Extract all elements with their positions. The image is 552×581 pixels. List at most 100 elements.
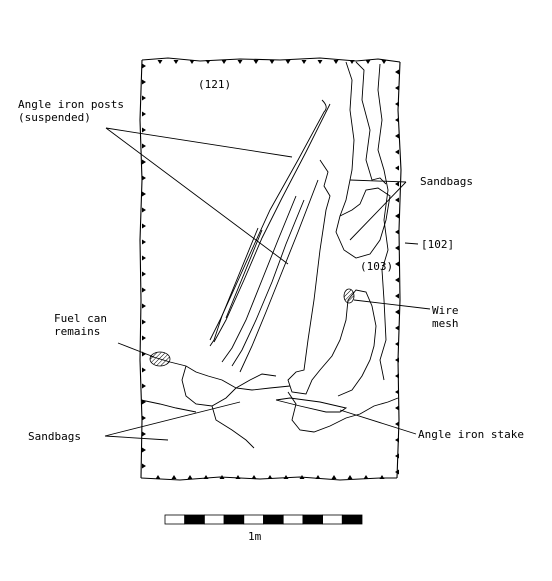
boundary-tick [395,373,399,379]
boundary-tick [253,60,259,64]
boundary-tick [333,60,339,64]
boundary-tick [283,475,289,479]
boundary-tick [395,181,399,187]
boundary-tick [395,213,399,219]
boundary-tick [142,447,146,453]
label-context-121: (121) [198,78,231,91]
boundary-tick [395,85,399,91]
scale-bar-segment [263,514,284,525]
boundary-tick [395,421,399,427]
boundary-tick [142,367,146,373]
boundary-tick [395,165,399,171]
boundary-tick [299,475,305,479]
boundary-tick [395,101,399,107]
boundary-tick [171,475,177,479]
sandbag-outlines [140,61,399,449]
boundary-tick [142,95,146,101]
boundary-tick [395,357,399,363]
boundary-tick [237,60,243,64]
boundary-tick [315,475,321,479]
trench-boundary [139,57,402,481]
boundary-tick [142,239,146,245]
boundary-tick [142,191,146,197]
boundary-tick [395,389,399,395]
boundary-tick [395,197,399,203]
boundary-tick [142,223,146,229]
boundary-tick [235,475,241,479]
boundary-tick [155,475,161,479]
boundary-tick [142,287,146,293]
boundary-tick [285,60,291,64]
label-fuel-line1: Fuel can [54,312,107,325]
boundary-tick [142,463,146,469]
boundary-tick [142,207,146,213]
leader-lines [104,127,431,441]
boundary-tick [395,229,399,235]
scale-bar-segment [164,514,186,525]
boundary-tick [142,255,146,261]
boundary-tick [219,475,225,479]
boundary-tick [142,383,146,389]
label-wire-line1: Wire [432,304,459,317]
boundary-tick [203,475,209,479]
boundary-tick [189,60,195,64]
scale-bar: 1m [164,514,363,543]
label-context-103: (103) [360,260,393,273]
boundary-tick [395,325,399,331]
boundary-tick [395,133,399,139]
boundary-tick [395,261,399,267]
boundary-tick [187,475,193,479]
boundary-tick [142,79,146,85]
boundary-tick [251,475,257,479]
wire-mesh [343,288,355,304]
boundary-tick [142,159,146,165]
boundary-tick [142,143,146,149]
boundary-tick [142,111,146,117]
scale-bar-segment [184,514,205,525]
label-angle-posts-line2: (suspended) [18,111,91,124]
scale-bar-segment [223,514,245,525]
boundary-tick [395,277,399,283]
scale-bar-label: 1m [248,530,262,543]
boundary-tick [395,245,399,251]
scale-bar-segments [164,514,363,525]
scale-bar-segment [302,514,323,525]
fuel-can-remains [149,351,171,367]
boundary-tick [142,303,146,309]
boundary-tick [317,60,323,64]
label-sandbags-right: Sandbags [420,175,473,188]
boundary-tick [379,475,385,479]
boundary-tick [142,127,146,133]
boundary-tick [269,60,275,64]
boundary-tick [395,149,399,155]
boundary-tick [157,60,163,64]
boundary-tick [173,60,179,64]
label-wire-line2: mesh [432,317,459,330]
boundary-tick [363,475,369,479]
label-fuel-line2: remains [54,325,100,338]
scale-bar-segment [322,514,343,525]
label-sandbags-left: Sandbags [28,430,81,443]
boundary-tick [142,175,146,181]
boundary-tick [142,415,146,421]
scale-bar-segment [282,514,304,525]
boundary-tick [142,335,146,341]
boundary-tick [395,437,399,443]
boundary-tick [347,475,353,479]
boundary-tick [301,60,307,64]
boundary-tick [142,63,146,69]
boundary-tick [395,469,399,475]
boundary-tick [205,60,211,64]
label-angle-stake: Angle iron stake [418,428,524,441]
boundary-tick [221,60,227,64]
label-context-102: [102] [421,238,454,251]
boundary-tick [395,453,399,459]
scale-bar-segment [243,514,264,525]
boundary-tick [142,271,146,277]
boundary-tick [142,431,146,437]
boundary-tick [395,309,399,315]
scale-bar-segment [341,514,363,525]
boundary-tick [395,69,399,75]
boundary-ticks [142,60,399,479]
